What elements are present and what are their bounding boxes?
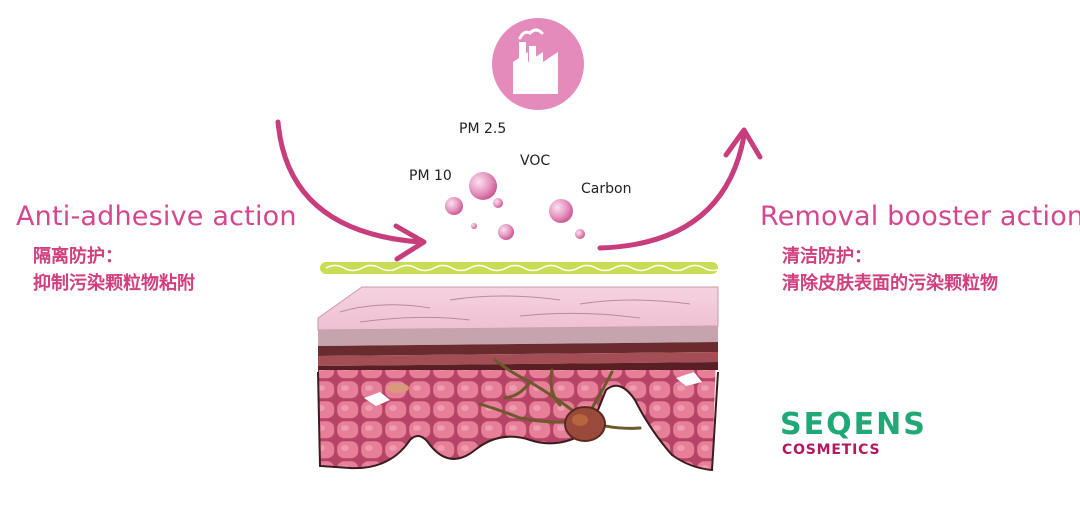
brand-name-text: SEQENS [780, 407, 927, 442]
right-cn-description: 清除皮肤表面的污染颗粒物 [782, 273, 998, 294]
particle [493, 198, 503, 208]
label-carbon: Carbon [581, 181, 632, 197]
label-pm10: PM 10 [409, 168, 452, 184]
brand-logo-subtitle: COSMETICS [782, 442, 881, 458]
left-cn-heading: 隔离防护： [33, 246, 123, 267]
label-voc: VOC [520, 153, 551, 169]
particle [549, 199, 573, 223]
factory-glyph [492, 18, 584, 110]
right-action-title: Removal booster action [760, 201, 1080, 232]
brand-logo-name: SEQENS [780, 408, 927, 442]
protective-film [320, 262, 723, 274]
particle [471, 223, 477, 229]
particle [469, 172, 497, 200]
left-cn-description: 抑制污染颗粒物粘附 [33, 273, 195, 294]
pollutant-particles [445, 172, 585, 240]
right-cn-heading: 清洁防护： [782, 246, 872, 267]
skin-cross-section [317, 286, 719, 472]
particle [498, 224, 514, 240]
left-curved-arrow [275, 119, 427, 262]
right-curved-arrow [597, 127, 763, 251]
particle [575, 229, 585, 239]
label-pm25: PM 2.5 [459, 121, 507, 137]
particle [445, 197, 463, 215]
left-action-title: Anti-adhesive action [16, 201, 297, 232]
factory-icon [492, 18, 584, 110]
